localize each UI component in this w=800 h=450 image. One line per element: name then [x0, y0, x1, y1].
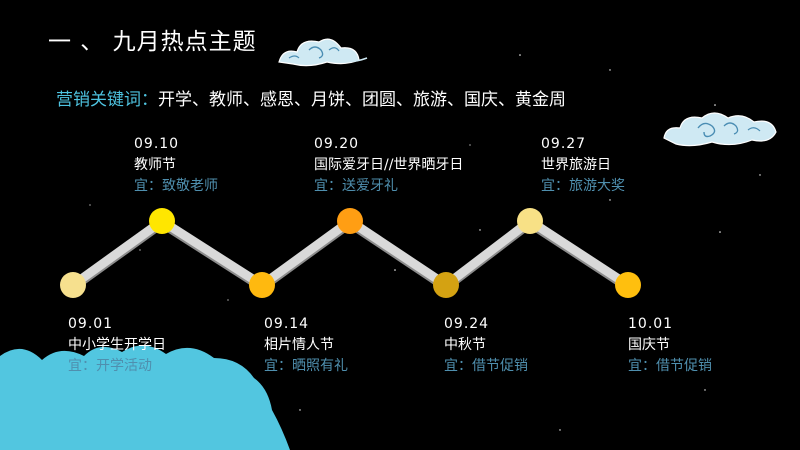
timeline-dot [615, 272, 641, 298]
event-name: 国际爱牙日//世界晒牙日 [314, 157, 464, 173]
event-0901: 09.01 中小学生开学日 宜：开学活动 [68, 314, 166, 377]
event-name: 中小学生开学日 [68, 337, 166, 353]
event-tip: 宜：送爱牙礼 [314, 178, 398, 194]
event-name: 世界旅游日 [541, 157, 611, 173]
event-date: 10.01 [628, 316, 674, 332]
event-name: 教师节 [134, 157, 176, 173]
keywords-label: 营销关键词： [56, 90, 158, 110]
cloud-small-icon [278, 38, 368, 67]
timeline-dot [517, 208, 543, 234]
event-name: 国庆节 [628, 337, 670, 353]
keywords-list: 开学、教师、感恩、月饼、团圆、旅游、国庆、黄金周 [158, 90, 566, 110]
timeline-connector [159, 217, 265, 289]
event-tip: 宜：致敬老师 [134, 178, 218, 194]
cloud-right-icon [663, 112, 777, 147]
event-0920: 09.20 国际爱牙日//世界晒牙日 宜：送爱牙礼 [314, 134, 463, 197]
event-date: 09.14 [264, 316, 310, 332]
event-name: 相片情人节 [264, 337, 334, 353]
timeline-dot [249, 272, 275, 298]
event-tip: 宜：晒照有礼 [264, 358, 348, 374]
timeline-dot [149, 208, 175, 234]
event-tip: 宜：借节促销 [444, 358, 528, 374]
page-title: 一 、 九月热点主题 [48, 29, 257, 55]
timeline-dot [433, 272, 459, 298]
timeline-connector [347, 217, 449, 289]
event-tip: 宜：借节促销 [628, 358, 712, 374]
cloud-large-icon [0, 345, 290, 450]
event-date: 09.24 [444, 316, 490, 332]
event-0914: 09.14 相片情人节 宜：晒照有礼 [264, 314, 348, 377]
timeline-connectors [70, 217, 631, 292]
event-date: 09.10 [134, 136, 180, 152]
event-0924: 09.24 中秋节 宜：借节促销 [444, 314, 528, 377]
stars [89, 54, 761, 431]
timeline-connector [70, 217, 165, 289]
event-1001: 10.01 国庆节 宜：借节促销 [628, 314, 712, 377]
event-tip: 宜：开学活动 [68, 358, 152, 374]
event-0927: 09.27 世界旅游日 宜：旅游大奖 [541, 134, 625, 197]
keywords-line: 营销关键词：开学、教师、感恩、月饼、团圆、旅游、国庆、黄金周 [56, 85, 566, 110]
timeline-dot [60, 272, 86, 298]
event-name: 中秋节 [444, 337, 486, 353]
event-0910: 09.10 教师节 宜：致敬老师 [134, 134, 218, 197]
event-tip: 宜：旅游大奖 [541, 178, 625, 194]
event-date: 09.20 [314, 136, 360, 152]
timeline-connector [443, 217, 533, 289]
timeline-connector [259, 217, 353, 289]
event-date: 09.01 [68, 316, 114, 332]
timeline-connector [527, 217, 631, 289]
timeline-dots [60, 208, 641, 298]
event-date: 09.27 [541, 136, 587, 152]
timeline-dot [337, 208, 363, 234]
